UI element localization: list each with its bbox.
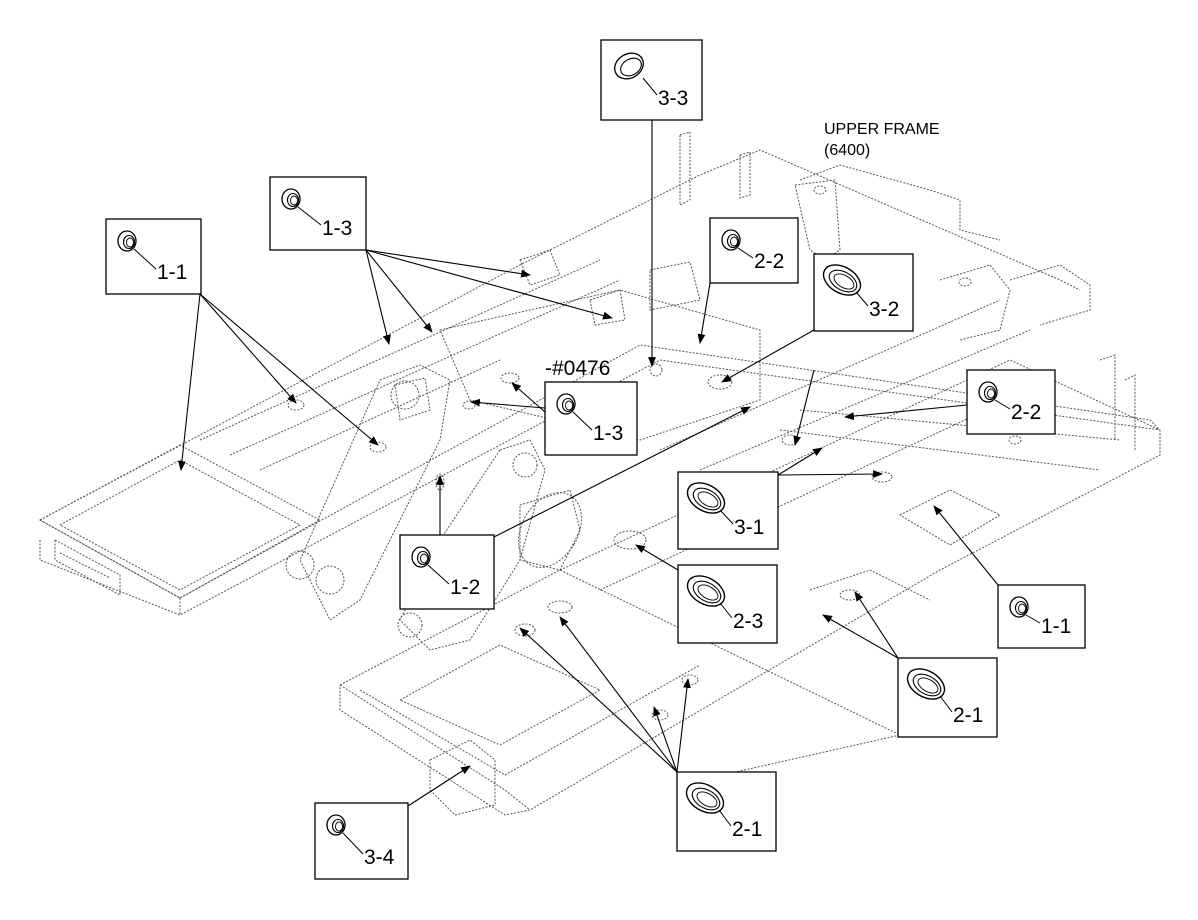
callout-label: 1-3 bbox=[593, 422, 623, 445]
callout-1-3-box: 1-3 bbox=[544, 381, 638, 456]
callout-frame bbox=[709, 217, 799, 284]
callout-frame bbox=[600, 39, 703, 121]
callout-2-2-box: 2-2 bbox=[709, 217, 799, 284]
oval-plug-icon bbox=[686, 575, 726, 607]
oval-plug-icon bbox=[685, 782, 725, 814]
serial-note: -#0476 bbox=[545, 357, 610, 380]
diagram-title-line2: (6400) bbox=[824, 142, 870, 159]
callout-label: 1-1 bbox=[157, 261, 187, 284]
callout-label: 2-3 bbox=[733, 610, 763, 633]
callout-label: 1-2 bbox=[450, 576, 480, 599]
callout-2-3-box: 2-3 bbox=[677, 564, 778, 644]
callout-label: 1-1 bbox=[1041, 615, 1071, 638]
callout-frame bbox=[269, 176, 367, 251]
callout-1-2-box: 1-2 bbox=[399, 534, 495, 610]
callout-2-1-box: 2-1 bbox=[897, 657, 998, 738]
callout-frame bbox=[314, 802, 409, 880]
leader-lines bbox=[178, 120, 999, 807]
callout-frame bbox=[544, 381, 638, 456]
callout-frame bbox=[399, 534, 495, 610]
oval-plug-icon bbox=[906, 668, 946, 700]
callout-3-3-box: 3-3 bbox=[600, 39, 703, 121]
callout-boxes: 1-1 1-3 3-3 2-2 3-2 1-3 2-2 3-1 1-2 2-3 1-1 2-1 2-1 3… bbox=[105, 39, 1086, 880]
callout-1-1-box: 1-1 bbox=[997, 584, 1086, 649]
callout-label: 3-3 bbox=[658, 87, 688, 110]
oval-plug-icon bbox=[686, 482, 726, 514]
callout-frame bbox=[997, 584, 1086, 649]
oval-plug-icon bbox=[822, 264, 862, 296]
callout-label: 2-1 bbox=[953, 704, 983, 727]
callout-2-1-box: 2-1 bbox=[676, 771, 777, 852]
callout-3-4-box: 3-4 bbox=[314, 802, 409, 880]
callout-2-2-box: 2-2 bbox=[966, 369, 1056, 435]
callout-label: 1-3 bbox=[322, 217, 352, 240]
callout-3-2-box: 3-2 bbox=[813, 253, 914, 332]
callout-label: 3-1 bbox=[734, 516, 764, 539]
callout-3-1-box: 3-1 bbox=[677, 471, 779, 550]
callout-label: 2-2 bbox=[754, 250, 784, 273]
callout-frame bbox=[105, 218, 202, 295]
callout-label: 3-4 bbox=[364, 846, 395, 869]
callout-1-3-box: 1-3 bbox=[269, 176, 367, 251]
callout-1-1-box: 1-1 bbox=[105, 218, 202, 295]
callout-label: 3-2 bbox=[869, 298, 899, 321]
callout-label: 2-2 bbox=[1011, 401, 1041, 424]
callout-label: 2-1 bbox=[732, 818, 762, 841]
callout-frame bbox=[966, 369, 1056, 435]
diagram-title-line1: UPPER FRAME bbox=[824, 121, 940, 138]
